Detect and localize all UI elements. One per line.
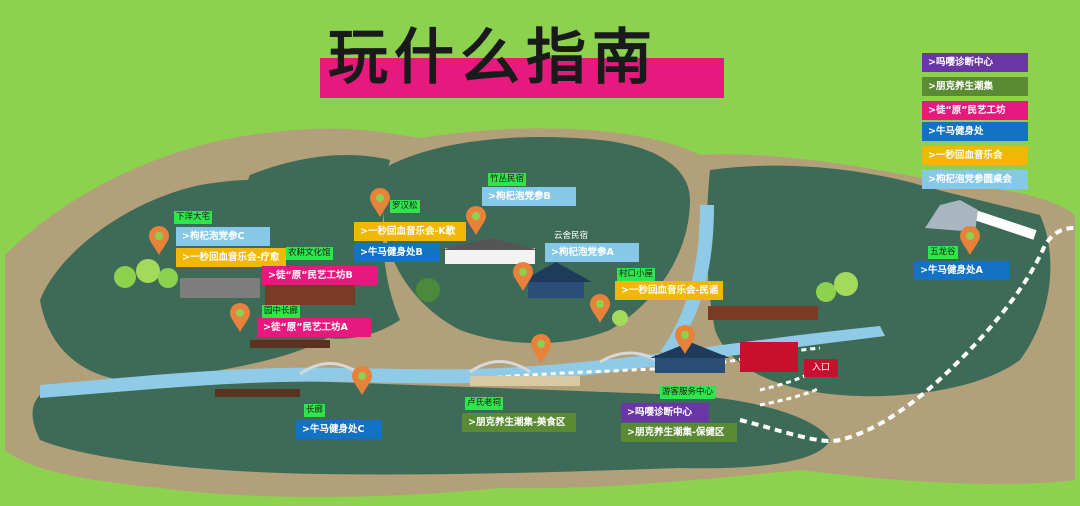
place-yunshe: 云舍民宿 [554,231,589,241]
pin-icon[interactable] [369,188,391,218]
tag-tuyuan-b[interactable]: >徒“原”民艺工坊B [262,266,378,285]
pavilion-yuanzhong [250,340,330,348]
tree-icon [816,282,836,302]
tree-icon [114,266,136,288]
building-yunshe [528,280,584,298]
entrance-label[interactable]: 入口 [804,359,839,377]
tree-icon [834,272,858,296]
building-xiayang [180,278,260,298]
place-luzhe: 卢氏老祠 [465,397,504,410]
legend-maying[interactable]: >吗嘤诊断中心 [922,53,1028,72]
tag-pengke-meishi[interactable]: >朋克养生潮集-美食区 [462,413,576,432]
legend-pengke[interactable]: >朋克养生潮集 [922,77,1028,96]
pin-icon[interactable] [148,226,170,256]
tag-pengke-baojian[interactable]: >朋克养生潮集-保健区 [621,423,737,442]
market [470,376,580,386]
place-youke: 游客服务中心 [660,386,716,399]
pin-icon[interactable] [512,262,534,292]
pin-icon[interactable] [674,325,696,355]
place-nongeng: 农耕文化馆 [286,247,333,260]
tree-icon [136,259,160,283]
title-band [320,58,724,98]
tag-maying[interactable]: >吗嘤诊断中心 [621,403,709,422]
building-east [708,306,818,320]
building-youke [655,355,725,373]
place-luohan: 罗汉松 [390,200,420,213]
place-xiayang: 下洋大宅 [174,211,213,224]
legend-gouqi[interactable]: >枸杞泡党参圆桌会 [922,170,1028,189]
tag-niuma-b[interactable]: >牛马健身处B [354,243,440,262]
pin-icon[interactable] [959,226,981,256]
pin-icon[interactable] [589,294,611,324]
stream [660,205,714,356]
pavilion-changlang [215,389,300,397]
legend-tuyuan[interactable]: >徒“原”民艺工坊 [922,101,1028,120]
tag-gouqi-c[interactable]: >枸杞泡党参C [176,227,270,246]
tag-yimiao-kge[interactable]: >一秒回血音乐会-K歌 [354,222,466,241]
tag-yimiao-minyao[interactable]: >一秒回血音乐会-民谣 [615,281,723,300]
tag-yimiao-liaoyu[interactable]: >一秒回血音乐会-疗愈 [176,248,286,267]
pin-icon[interactable] [229,303,251,333]
river [40,326,885,398]
tag-niuma-a[interactable]: >牛马健身处A [914,261,1010,280]
pin-icon[interactable] [351,366,373,396]
pin-icon[interactable] [465,206,487,236]
tree-icon [612,310,628,326]
building-nongeng [265,285,355,305]
tag-gouqi-a[interactable]: >枸杞泡党参A [545,243,639,262]
tag-tuyuan-a[interactable]: >徒“原”民艺工坊A [257,318,371,337]
place-yuanzhong: 园中长廊 [262,305,301,318]
page-title: 玩什么指南 [328,23,658,93]
legend-niuma[interactable]: >牛马健身处 [922,122,1028,141]
tree-icon [416,278,440,302]
legend-yimiao[interactable]: >一秒回血音乐会 [922,146,1028,165]
place-zhulin: 竹丛民宿 [488,173,527,186]
place-cunkou: 村口小屋 [617,268,656,281]
place-changlang: 长廊 [304,404,326,417]
building-gate [740,342,798,372]
pin-icon[interactable] [530,334,552,364]
place-wulong: 五龙谷 [928,246,958,259]
building-luohan [445,248,535,264]
tag-gouqi-b[interactable]: >枸杞泡党参B [482,187,576,206]
tree-icon [158,268,178,288]
tag-niuma-c[interactable]: >牛马健身处C [296,420,382,439]
ground-north [382,137,690,344]
rock-icon [925,200,978,232]
